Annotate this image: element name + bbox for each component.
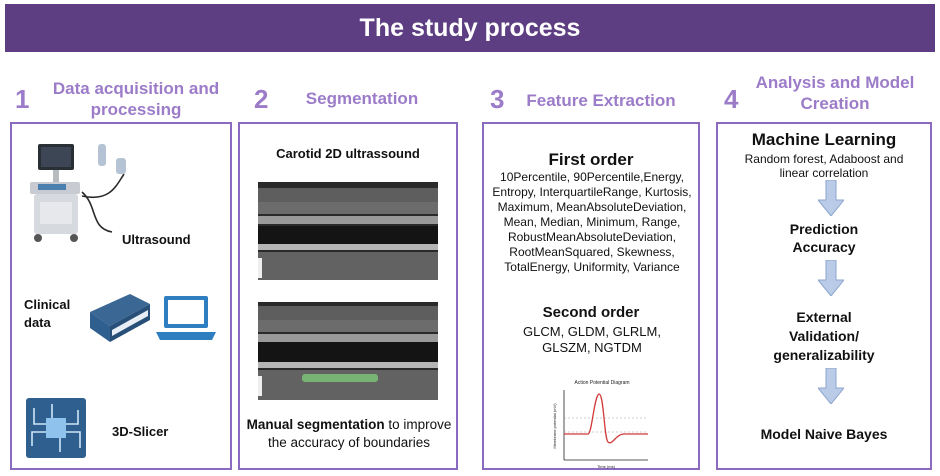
ml-heading: Machine Learning <box>751 130 897 149</box>
panel-feature-extraction: First order 10Percentile, 90Percentile,E… <box>482 122 700 470</box>
ultrasound-label: Ultrasound <box>122 232 191 247</box>
section-4-number: 4 <box>724 84 739 114</box>
segmentation-caption: Manual segmentation to improve the accur… <box>246 416 452 452</box>
ml-description: Random forest, Adaboost and linear corre… <box>744 152 904 180</box>
external-validation: External Validation/ generalizability <box>773 309 875 363</box>
panel-data-acquisition: Ultrasound Clinical data 3D-Slicer <box>10 122 232 470</box>
section-2-number: 2 <box>254 84 269 114</box>
panel-segmentation: Carotid 2D ultrassound Manual segmentati… <box>238 122 458 470</box>
section-1-title: Data acquisition and processing <box>52 79 220 119</box>
action-potential-title: Action Potential Diagram <box>574 380 629 386</box>
panel-analysis: Machine Learning Random forest, Adaboost… <box>716 122 932 470</box>
carotid-heading: Carotid 2D ultrassound <box>276 146 420 161</box>
second-order-heading: Second order <box>542 304 640 321</box>
clinical-data-label: Clinical data <box>24 297 71 330</box>
section-2-title: Segmentation <box>305 89 419 108</box>
section-3-title: Feature Extraction <box>526 91 676 110</box>
ultrasound-machine-icon <box>30 144 126 242</box>
section-1-number: 1 <box>15 84 30 114</box>
down-arrow-icon <box>818 260 844 296</box>
title-banner: The study process <box>5 4 935 52</box>
3d-slicer-label: 3D-Slicer <box>112 424 169 439</box>
segmentation-caption-bold: Manual segmentation <box>246 417 385 432</box>
ultrasound-image-segmented <box>258 302 438 400</box>
section-3-number: 3 <box>490 84 505 114</box>
segmentation-caption-rest: to improve the accuracy of boundaries <box>267 417 452 450</box>
model-naive-bayes: Model Naive Bayes <box>760 426 888 442</box>
laptop-icon <box>156 296 216 340</box>
down-arrow-icon <box>818 368 844 404</box>
action-potential-xlabel: Time (ms) <box>597 464 616 469</box>
3d-slicer-icon <box>26 398 86 458</box>
down-arrow-icon <box>818 180 844 216</box>
prediction-accuracy: Prediction Accuracy <box>789 221 859 255</box>
action-potential-ylabel: Membrane potential (mV) <box>552 403 557 449</box>
first-order-features: 10Percentile, 90Percentile,Energy, Entro… <box>492 170 692 274</box>
action-potential-chart: Action Potential Diagram Membrane potent… <box>552 380 648 469</box>
second-order-features: GLCM, GLDM, GLRLM, GLSZM, NGTDM <box>523 324 661 355</box>
ultrasound-image-top <box>258 182 438 280</box>
first-order-heading: First order <box>548 150 634 169</box>
book-icon <box>90 294 150 342</box>
page-title: The study process <box>359 13 581 42</box>
segmentation-region <box>302 374 378 382</box>
section-4-title: Analysis and Model Creation <box>755 73 915 113</box>
